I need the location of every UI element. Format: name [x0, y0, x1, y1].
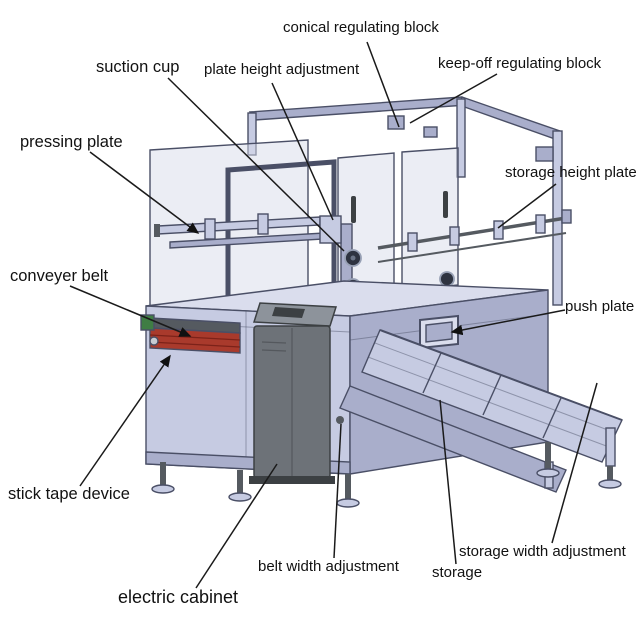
leader-line-plate-height-adjustment — [271, 82, 334, 221]
leader-line-push-plate — [450, 309, 566, 336]
label-conveyer-belt: conveyer belt — [10, 267, 109, 285]
label-pressing-plate: pressing plate — [20, 133, 123, 151]
leader-line-suction-cup — [167, 77, 345, 252]
leader-line-storage — [439, 399, 457, 565]
storage-height-plate-part — [377, 209, 572, 263]
leader-lines — [69, 41, 598, 589]
leader-line-storage-width-adjustment — [551, 382, 598, 544]
leader-line-conical-regulating-block — [366, 41, 400, 128]
control-screen — [272, 307, 305, 318]
label-plate-height-adjustment: plate height adjustment — [204, 61, 360, 78]
leader-line-pressing-plate — [89, 151, 200, 234]
push-plate-part — [419, 314, 459, 350]
leader-line-storage-height-plate — [497, 183, 557, 229]
label-belt-width-adjustment: belt width adjustment — [258, 558, 399, 575]
belt-width-adjustment-knob — [336, 416, 344, 424]
label-stick-tape-device: stick tape device — [8, 485, 130, 503]
label-conical-regulating-block: conical regulating block — [283, 19, 439, 36]
keep-off-regulating-block-part — [535, 146, 554, 162]
door-handle — [351, 196, 356, 223]
label-storage: storage — [432, 564, 483, 581]
label-storage-width-adjustment: storage width adjustment — [459, 543, 626, 560]
label-electric-cabinet: electric cabinet — [118, 587, 239, 607]
label-push-plate: push plate — [565, 298, 635, 315]
electric-cabinet-part — [249, 302, 338, 484]
leader-line-stick-tape-device — [79, 354, 171, 487]
leveling-feet — [151, 442, 622, 508]
conical-regulating-block-part — [387, 115, 405, 130]
leader-line-belt-width-adjustment — [333, 423, 342, 559]
leader-line-keep-off-regulating-block — [409, 73, 498, 124]
stick-tape-device-part — [140, 314, 155, 331]
door-handle — [443, 191, 448, 218]
leader-line-conveyer-belt — [69, 285, 192, 337]
label-suction-cup: suction cup — [96, 58, 180, 76]
leader-line-electric-cabinet — [195, 463, 278, 589]
label-keep-off-regulating-block: keep-off regulating block — [438, 55, 602, 72]
label-storage-height-plate: storage height plate — [505, 164, 637, 181]
